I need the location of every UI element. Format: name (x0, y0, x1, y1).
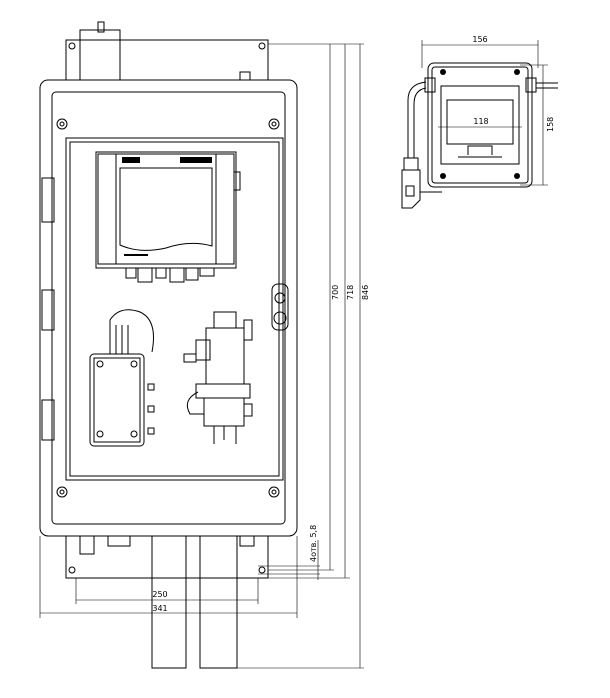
dim-718: 718 (346, 285, 355, 300)
side-view-unit: 156 158 118 (401, 35, 558, 209)
sensor-assembly (183, 311, 253, 444)
dim-118: 118 (473, 117, 488, 126)
junction-box (89, 309, 155, 447)
connector (107, 535, 131, 547)
dim-700: 700 (331, 285, 340, 300)
dim-846: 846 (361, 285, 370, 300)
drain-pipe (199, 535, 238, 669)
corner-screws (56, 118, 280, 498)
cabinet-outer (39, 79, 298, 537)
dim-250: 250 (152, 590, 167, 599)
dim-holes: 4отв. 5,8 (309, 525, 318, 562)
top-fitting (79, 29, 121, 81)
mount-hole (68, 566, 76, 574)
door-window (65, 137, 284, 481)
dim-341: 341 (152, 604, 167, 613)
top-valve (97, 21, 105, 33)
cabinet-frame (51, 91, 286, 525)
bottom-gland (239, 535, 255, 547)
mount-hole (68, 42, 76, 50)
dim-156: 156 (472, 35, 487, 44)
top-mounting-bracket (65, 39, 269, 81)
bottom-mounting-bracket (65, 535, 269, 579)
main-cabinet (39, 21, 298, 669)
top-gland (239, 71, 251, 81)
side-hinges (41, 177, 55, 441)
dim-158: 158 (546, 117, 555, 132)
bottom-gland (79, 535, 95, 555)
dimension-lines (39, 43, 364, 669)
door-lock (271, 283, 289, 331)
controller-unit (95, 151, 241, 283)
window-inner (69, 141, 280, 477)
dimension-labels: 700 718 846 4отв. 5,8 250 341 (152, 285, 370, 613)
mount-hole (258, 42, 266, 50)
mount-hole (258, 566, 266, 574)
drain-pipe (151, 535, 187, 669)
